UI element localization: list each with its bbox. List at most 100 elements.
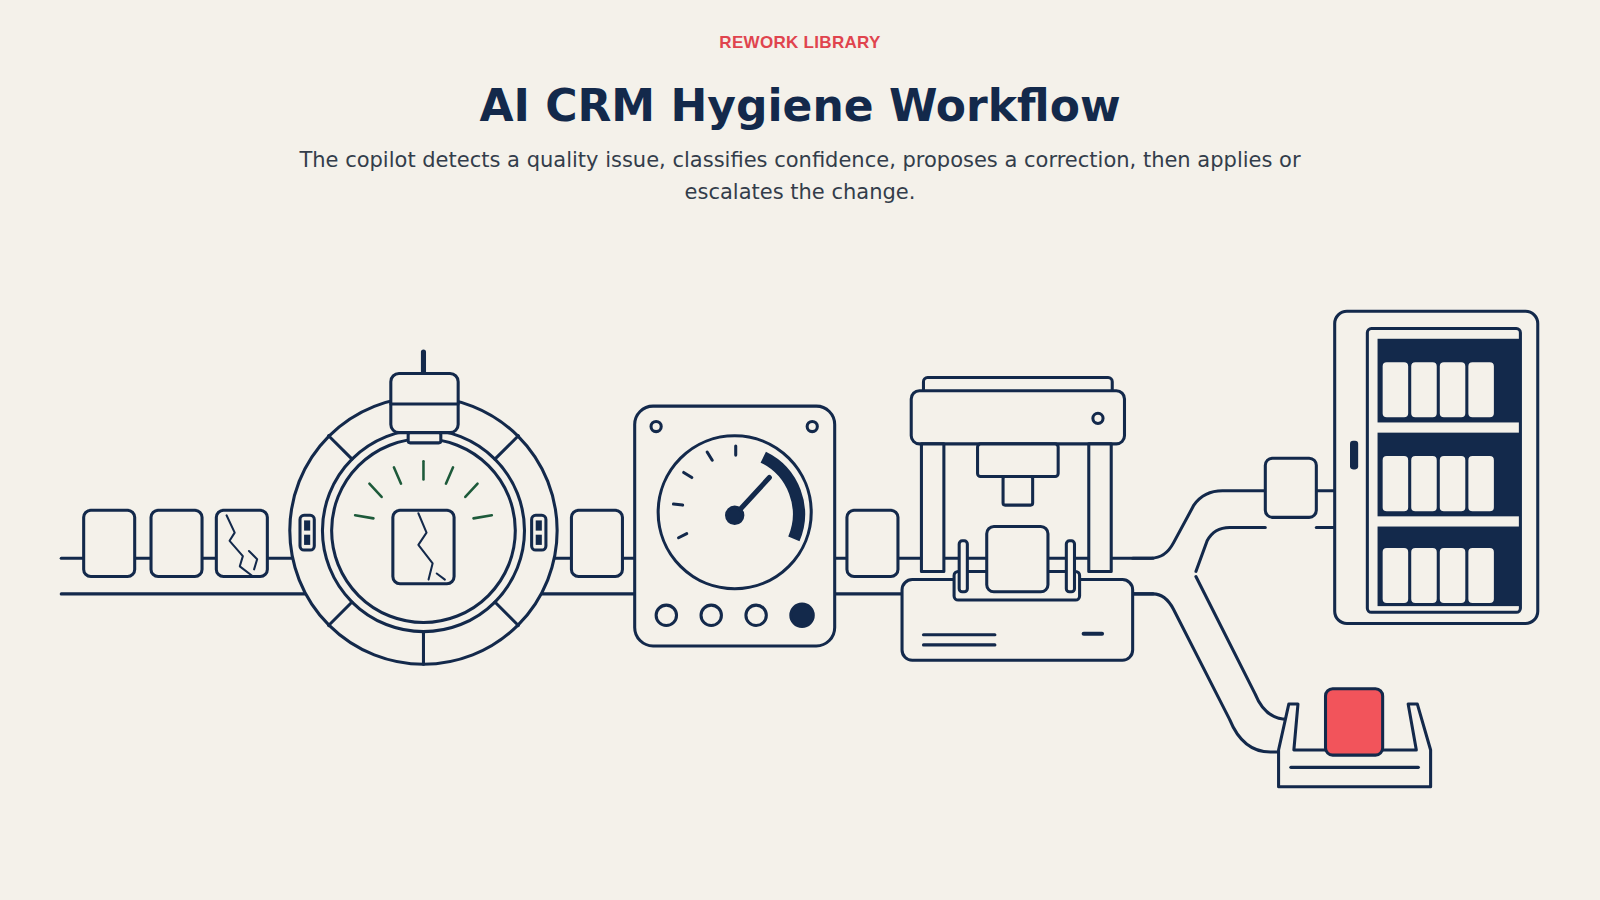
illustration-circle bbox=[727, 507, 743, 523]
illustration-line bbox=[329, 436, 352, 459]
illustration-path bbox=[1196, 528, 1265, 572]
illustration-rect bbox=[391, 373, 458, 432]
illustration-rect bbox=[911, 391, 1124, 444]
illustration-path bbox=[1316, 526, 1334, 529]
illustration-line bbox=[355, 515, 373, 518]
illustration-line bbox=[679, 534, 687, 538]
illustration-line bbox=[684, 472, 692, 477]
illustration-path bbox=[1316, 489, 1334, 492]
illustration-rect bbox=[393, 510, 454, 583]
illustration-rect bbox=[304, 535, 310, 545]
illustration-circle bbox=[290, 397, 557, 664]
illustration-rect bbox=[1439, 361, 1467, 418]
illustration-line bbox=[465, 484, 477, 497]
illustration-rect bbox=[1467, 455, 1495, 512]
illustration-rect bbox=[1350, 441, 1358, 470]
illustration-circle bbox=[701, 605, 721, 625]
illustration-rect bbox=[1089, 444, 1111, 572]
record-cards bbox=[84, 510, 268, 576]
illustration-rect bbox=[1003, 477, 1033, 506]
illustration-g bbox=[61, 311, 1538, 787]
illustration-rect bbox=[1367, 329, 1520, 613]
illustration-circle bbox=[807, 421, 817, 431]
illustration-rect bbox=[1378, 339, 1521, 423]
illustration-path bbox=[763, 457, 799, 539]
record-card bbox=[571, 510, 622, 576]
illustration-rect bbox=[1066, 541, 1074, 592]
illustration-line bbox=[422, 461, 425, 479]
illustration-rect bbox=[1382, 547, 1410, 604]
illustration-line bbox=[446, 467, 453, 483]
illustration-rect bbox=[536, 535, 542, 545]
illustration-circle bbox=[656, 605, 676, 625]
illustration-line bbox=[394, 467, 401, 483]
correction-press bbox=[902, 378, 1133, 661]
escalation-tray bbox=[1279, 689, 1431, 787]
illustration-path bbox=[1133, 594, 1284, 752]
illustration-rect bbox=[151, 510, 202, 576]
illustration-rect bbox=[304, 520, 310, 530]
illustration-line bbox=[369, 484, 381, 497]
eyebrow-label: REWORK LIBRARY bbox=[0, 33, 1600, 53]
record-cabinet bbox=[1335, 311, 1538, 623]
illustration-rect bbox=[300, 515, 314, 550]
record-card bbox=[847, 510, 898, 576]
illustration-rect bbox=[1467, 361, 1495, 418]
illustration-rect bbox=[1378, 433, 1521, 517]
illustration-rect bbox=[1382, 455, 1410, 512]
illustration-rect bbox=[1410, 361, 1438, 418]
illustration-line bbox=[473, 515, 491, 518]
illustration-line bbox=[1084, 632, 1102, 636]
illustration-rect bbox=[987, 527, 1048, 592]
illustration-line bbox=[673, 504, 682, 505]
illustration-rect bbox=[1378, 527, 1521, 607]
illustration-rect bbox=[1410, 547, 1438, 604]
illustration-line bbox=[923, 643, 994, 646]
illustration-rect bbox=[1439, 547, 1467, 604]
illustration-rect bbox=[1410, 455, 1438, 512]
illustration-line bbox=[495, 436, 518, 459]
diagram-title: AI CRM Hygiene Workflow bbox=[0, 80, 1600, 131]
illustration-rect bbox=[216, 510, 267, 576]
illustration-rect bbox=[532, 515, 546, 550]
illustration-circle bbox=[332, 439, 516, 623]
confidence-gauge bbox=[635, 406, 835, 646]
diagram-caption: The copilot detects a quality issue, cla… bbox=[260, 144, 1340, 208]
illustration-line bbox=[391, 403, 458, 406]
illustration-rect bbox=[536, 520, 542, 530]
illustration-path bbox=[437, 573, 445, 579]
illustration-line bbox=[421, 352, 426, 373]
illustration-rect bbox=[921, 444, 943, 572]
illustration-line bbox=[495, 602, 518, 625]
illustration-path bbox=[418, 513, 432, 579]
illustration-circle bbox=[322, 430, 524, 632]
illustration-line bbox=[1291, 766, 1419, 769]
illustration-rect bbox=[1382, 361, 1410, 418]
illustration-rect bbox=[1439, 455, 1467, 512]
illustration-rect bbox=[1467, 547, 1495, 604]
illustration-rect bbox=[84, 510, 135, 576]
illustration-circle bbox=[1093, 413, 1103, 423]
illustration-rect bbox=[1326, 689, 1383, 755]
illustration-circle bbox=[651, 421, 661, 431]
illustration-line bbox=[422, 632, 425, 665]
illustration-rect bbox=[978, 444, 1059, 477]
illustration-circle bbox=[791, 604, 813, 626]
illustration-path bbox=[1133, 491, 1266, 558]
illustration-path bbox=[249, 551, 257, 569]
illustration-line bbox=[329, 602, 352, 625]
record-card bbox=[1265, 458, 1316, 517]
illustration-rect bbox=[959, 541, 967, 592]
illustration-line bbox=[707, 452, 712, 460]
illustration-path bbox=[227, 515, 254, 576]
illustration-circle bbox=[658, 436, 811, 589]
illustration-rect bbox=[1335, 311, 1538, 623]
illustration-g bbox=[1382, 361, 1495, 604]
illustration-circle bbox=[746, 605, 766, 625]
scanner-ring bbox=[290, 352, 557, 664]
illustration-line bbox=[923, 633, 994, 636]
illustration-path bbox=[1196, 577, 1288, 720]
illustration-rect bbox=[635, 406, 835, 646]
illustration-rect bbox=[408, 433, 441, 443]
